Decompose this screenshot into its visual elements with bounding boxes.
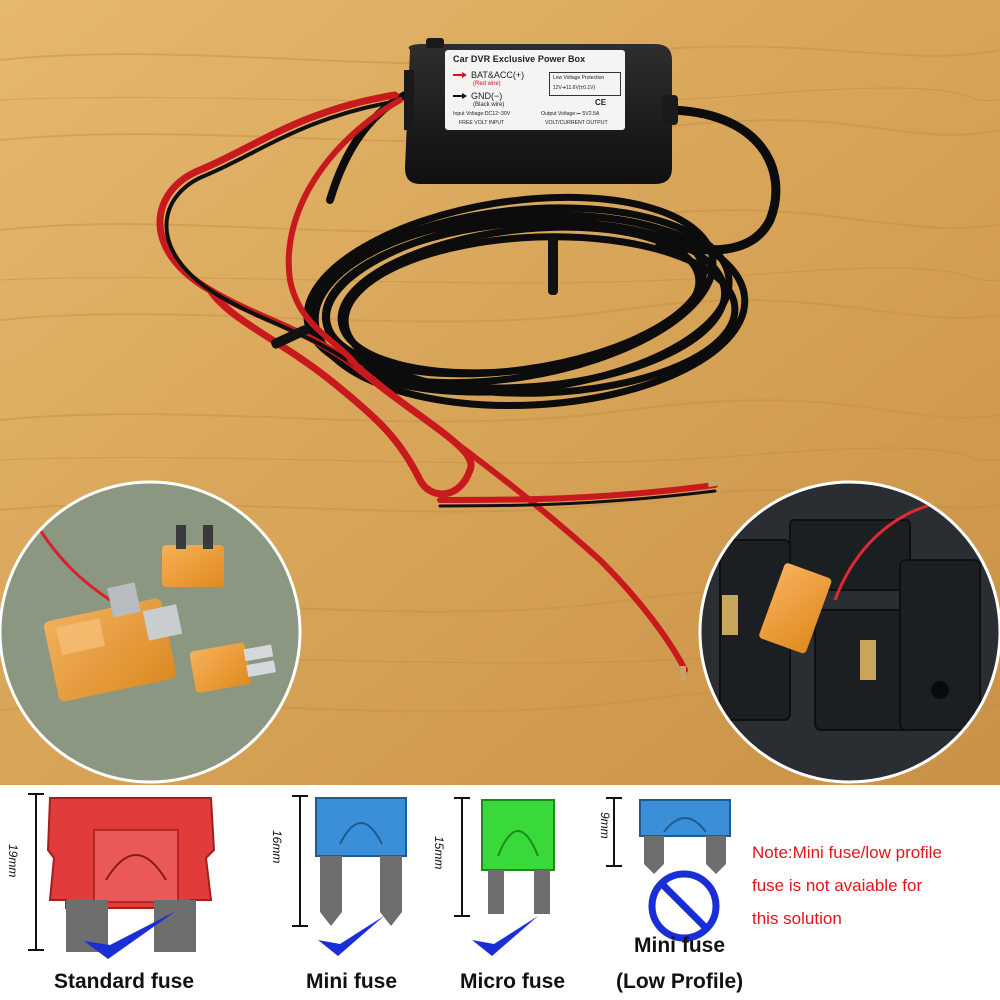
red-black-wire-pair xyxy=(156,91,718,673)
note-line-1: Note:Mini fuse/low profile xyxy=(752,843,942,862)
low-voltage-protection-box: Low Voltage Protection 12V➜11.6V(±0.1V) xyxy=(549,72,621,96)
gnd-label: GND(−) xyxy=(471,91,503,101)
lvp-value: 12V➜11.6V(±0.1V) xyxy=(553,85,596,91)
black-arrow-icon xyxy=(453,93,467,99)
red-wire-label: (Red wire) xyxy=(473,81,501,87)
standard-fuse-dimension: 19mm xyxy=(6,844,20,878)
mini-fuse-label: Mini fuse xyxy=(306,970,398,993)
ce-mark: CE xyxy=(595,98,607,107)
micro-fuse-illustration xyxy=(454,797,555,917)
standard-fuse-illustration xyxy=(28,793,216,952)
prohibited-icon xyxy=(648,870,720,942)
check-icon xyxy=(472,916,538,956)
mini-fuse-illustration xyxy=(292,795,407,927)
check-icon xyxy=(318,916,384,956)
mini-fuse-dimension: 16mm xyxy=(270,830,284,864)
note-line-2: fuse is not avaiable for xyxy=(752,876,923,895)
note-line-3: this solution xyxy=(752,909,842,928)
bat-acc-label: BAT&ACC(+) xyxy=(471,70,525,80)
micro-fuse-dimension: 15mm xyxy=(432,836,446,870)
wood-table-background xyxy=(0,0,1000,785)
power-box xyxy=(404,38,678,184)
low-profile-fuse-dimension: 9mm xyxy=(598,812,612,839)
free-volt-input: FREE VOLT INPUT xyxy=(459,120,505,126)
check-icon xyxy=(84,911,176,959)
input-voltage: Input Voltage:DC12~30V xyxy=(453,111,511,117)
black-wire-label: (Black wire) xyxy=(473,102,505,108)
volt-current-output: VOLT/CURRENT OUTPUT xyxy=(545,120,608,126)
product-photo: Car DVR Exclusive Power Box BAT&ACC(+) (… xyxy=(0,0,1000,785)
loose-fuses-photo xyxy=(0,482,300,782)
output-voltage: Output Voltage:⎓ 5V2.5A xyxy=(541,111,600,117)
power-box-label: Car DVR Exclusive Power Box BAT&ACC(+) (… xyxy=(445,50,625,130)
lvp-title: Low Voltage Protection xyxy=(553,75,605,81)
low-profile-fuse-label-line1: Mini fuse xyxy=(634,934,726,957)
low-profile-fuse-label-line2: (Low Profile) xyxy=(616,970,744,993)
compatibility-note: Note:Mini fuse/low profile fuse is not a… xyxy=(752,836,998,935)
red-arrow-icon xyxy=(453,72,467,78)
fuse-box-photo xyxy=(700,482,1000,782)
power-box-title: Car DVR Exclusive Power Box xyxy=(453,54,586,64)
low-profile-mini-fuse-illustration xyxy=(606,797,731,874)
micro-fuse-label: Micro fuse xyxy=(460,970,566,993)
standard-fuse-label: Standard fuse xyxy=(54,970,195,993)
